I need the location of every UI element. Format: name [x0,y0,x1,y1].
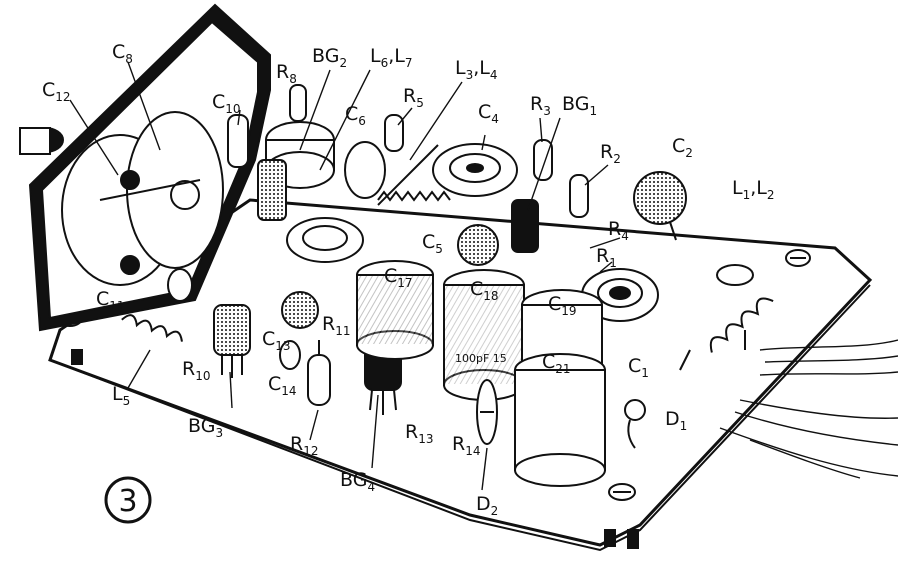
variable-capacitor-c12 [61,111,224,286]
label-c13: C13 [262,328,291,353]
label-r5: R5 [403,85,424,110]
diode-d2 [476,379,498,445]
label-bg2: BG2 [312,45,347,70]
label-r11: R11 [322,313,350,338]
label-r1: R1 [596,245,617,270]
coil-l5 [121,314,183,342]
capacitor-c6 [344,141,386,199]
label-c18: C18 [470,278,499,303]
figure-number-badge: 3 [104,476,152,524]
capacitor-c14 [279,340,301,370]
label-c17: C17 [384,265,413,290]
board-foot [71,349,83,365]
figure-number: 3 [118,484,137,519]
label-c14: C14 [268,373,297,398]
label-r4: R4 [608,218,629,243]
coil-l1-l2 [679,264,774,371]
label-c1: C1 [628,355,649,380]
label-c19: C19 [548,293,577,318]
capacitor-c5 [457,224,499,266]
label-l6-l7: L6,L7 [370,45,413,70]
label-l3-l4: L3,L4 [455,57,498,82]
capacitor-c2 [633,171,687,241]
resistor-r12 [307,340,331,406]
label-l5: L5 [112,383,130,408]
label-r12: R12 [290,433,318,458]
label-r13: R13 [405,421,433,446]
if-transformer-c4 [432,143,518,197]
resistor-r3 [533,139,553,181]
label-c8: C8 [112,41,133,66]
transistor-bg3 [213,304,251,378]
capacitor-c21 [514,353,606,487]
diode-d1 [624,399,646,449]
capacitor-c13 [281,291,319,329]
label-c11: C11 [96,288,125,313]
label-c5: C5 [422,231,443,256]
label-bg1: BG1 [562,93,597,118]
label-c21: C21 [542,351,571,376]
component-labels: C12 C8 C10 R8 BG2 L6,L7 L3,L4 R5 C6 C4 R… [42,41,775,518]
if-transformer-center [286,217,364,263]
wire-bundle [719,339,898,479]
label-bg4: BG4 [340,469,375,494]
label-r3: R3 [530,93,551,118]
label-r2: R2 [600,141,621,166]
label-d1: D1 [665,408,687,433]
label-c2: C2 [672,135,693,160]
board-foot [627,529,639,549]
capacitor-c17 [356,260,434,360]
label-r8: R8 [276,61,297,86]
transistor-bg1 [511,199,539,253]
label-r14: R14 [452,433,480,458]
label-c6: C6 [345,103,366,128]
label-c4: C4 [478,101,499,126]
resistor-r2 [569,174,589,218]
capacitor-c11 [167,268,193,302]
shaft [19,127,51,155]
coil-l3-l4 [377,144,451,206]
label-r10: R10 [182,358,210,383]
transistor-bg2 [257,159,287,221]
leader-lines [69,61,621,491]
label-c10: C10 [212,91,241,116]
label-bg3: BG3 [188,415,223,440]
capacitor-marking: 100pF 15 [455,352,507,365]
label-d2: D2 [476,493,498,518]
label-c12: C12 [42,79,71,104]
resistor-r6 [384,114,404,152]
capacitor-c10 [227,114,249,168]
board-foot [604,529,616,547]
label-l1-l2: L1,L2 [732,177,775,202]
